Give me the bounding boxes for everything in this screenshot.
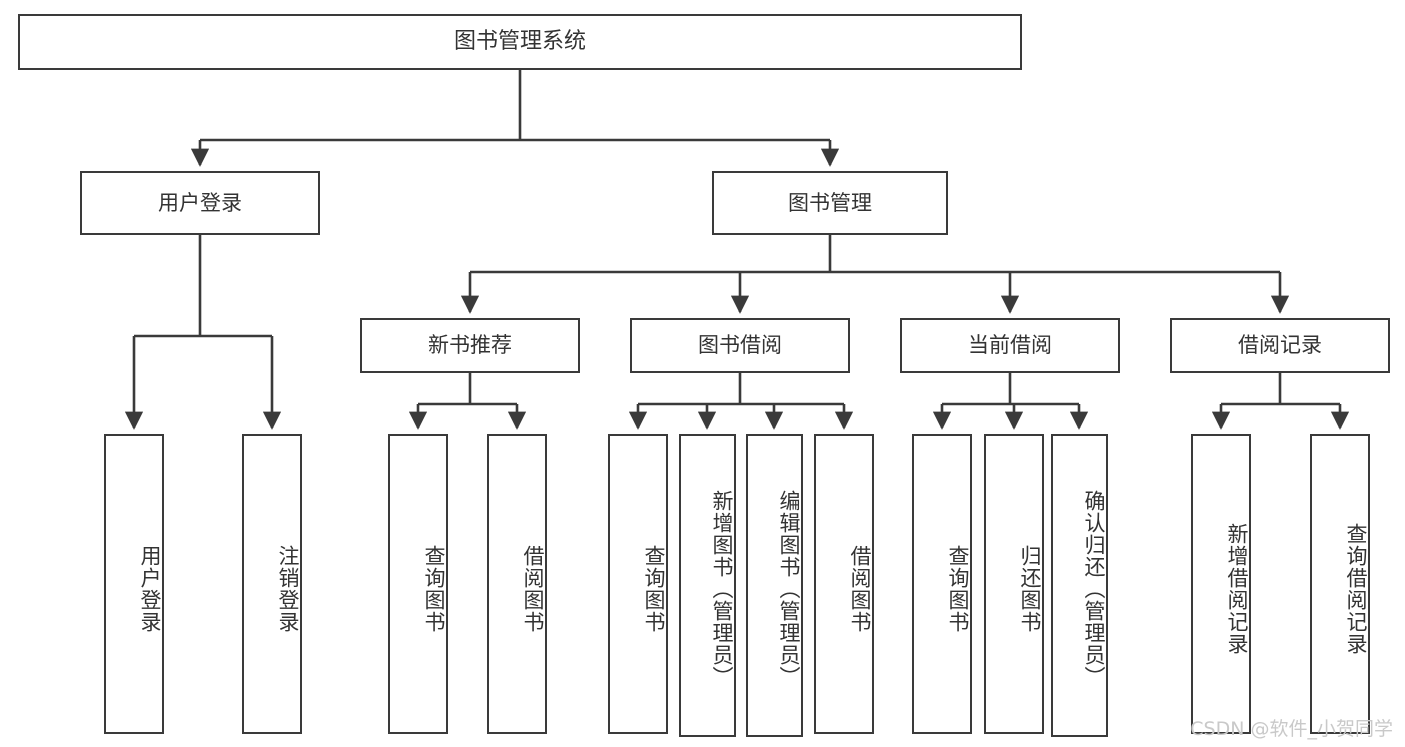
node-new-book-recommend[interactable]: 新书推荐 — [360, 318, 580, 373]
node-root-system[interactable]: 图书管理系统 — [18, 14, 1022, 70]
node-leaf-return-book[interactable]: 归还图书 — [984, 434, 1044, 734]
node-leaf-borrow-book-2[interactable]: 借阅图书 — [814, 434, 874, 734]
node-current-borrow[interactable]: 当前借阅 — [900, 318, 1120, 373]
node-leaf-logout-login[interactable]: 注销登录 — [242, 434, 302, 734]
watermark-text: CSDN @软件_小贺同学 — [1190, 718, 1393, 740]
node-leaf-query-record[interactable]: 查询借阅记录 — [1310, 434, 1370, 734]
node-leaf-query-book-3[interactable]: 查询图书 — [912, 434, 972, 734]
node-user-login[interactable]: 用户登录 — [80, 171, 320, 235]
node-book-borrow[interactable]: 图书借阅 — [630, 318, 850, 373]
node-leaf-edit-book[interactable]: 编辑图书（管理员） — [746, 434, 803, 737]
node-book-manage[interactable]: 图书管理 — [712, 171, 948, 235]
node-leaf-add-record[interactable]: 新增借阅记录 — [1191, 434, 1251, 734]
node-leaf-query-book-2[interactable]: 查询图书 — [608, 434, 668, 734]
node-leaf-query-book-1[interactable]: 查询图书 — [388, 434, 448, 734]
node-leaf-borrow-book-1[interactable]: 借阅图书 — [487, 434, 547, 734]
node-leaf-add-book[interactable]: 新增图书（管理员） — [679, 434, 736, 737]
node-borrow-record[interactable]: 借阅记录 — [1170, 318, 1390, 373]
node-leaf-user-login[interactable]: 用户登录 — [104, 434, 164, 734]
node-leaf-confirm-return[interactable]: 确认归还（管理员） — [1051, 434, 1108, 737]
